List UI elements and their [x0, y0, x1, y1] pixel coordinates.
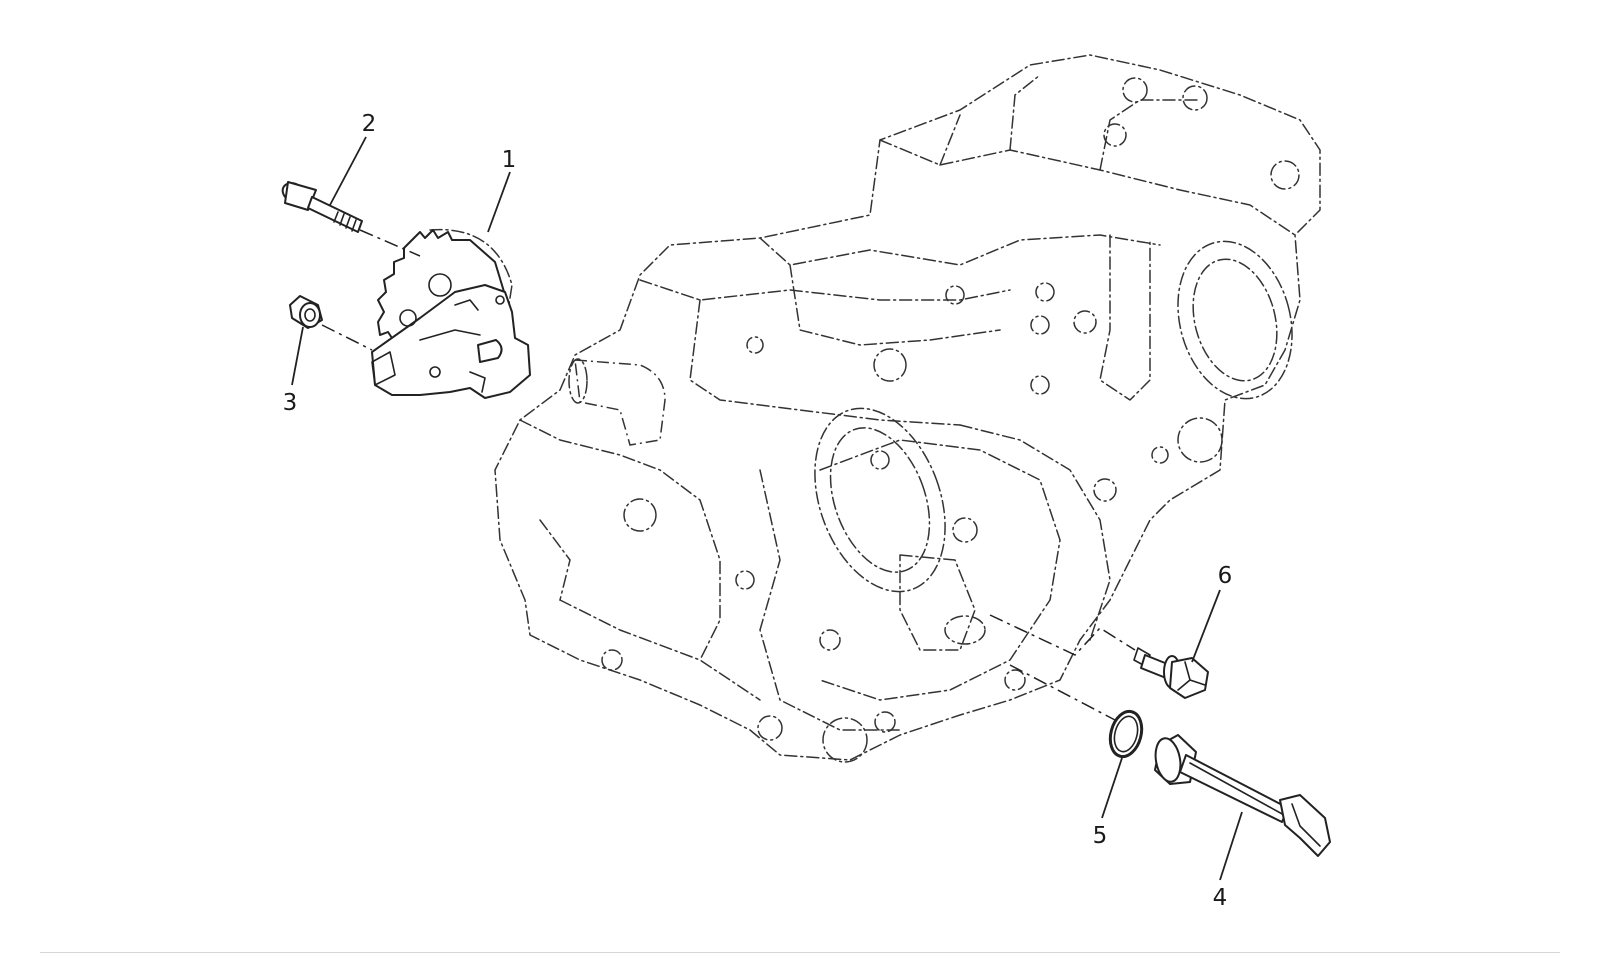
callout-5: 5 — [1093, 823, 1108, 849]
callout-6: 6 — [1218, 563, 1233, 589]
leader-3 — [291, 326, 304, 386]
callout-3: 3 — [283, 390, 298, 416]
callout-1: 1 — [502, 147, 517, 173]
oil-pump — [371, 228, 531, 399]
leader-4 — [1219, 811, 1243, 881]
leader-6 — [1191, 589, 1221, 663]
crankcase-outline — [494, 54, 1321, 763]
leader-5 — [1101, 757, 1123, 819]
callout-2: 2 — [362, 111, 377, 137]
o-ring — [1009, 664, 1144, 759]
oil-dipstick — [1154, 734, 1331, 857]
callout-labels: 1 2 3 4 5 6 — [283, 111, 1233, 911]
leader-1 — [487, 171, 511, 233]
pump-bolt — [281, 181, 421, 257]
leader-2 — [329, 136, 367, 206]
footer-divider — [40, 952, 1560, 953]
callout-4: 4 — [1213, 885, 1228, 911]
dowel-bushing — [289, 295, 373, 351]
leader-lines — [291, 136, 1243, 881]
flange-bolt — [989, 614, 1209, 699]
